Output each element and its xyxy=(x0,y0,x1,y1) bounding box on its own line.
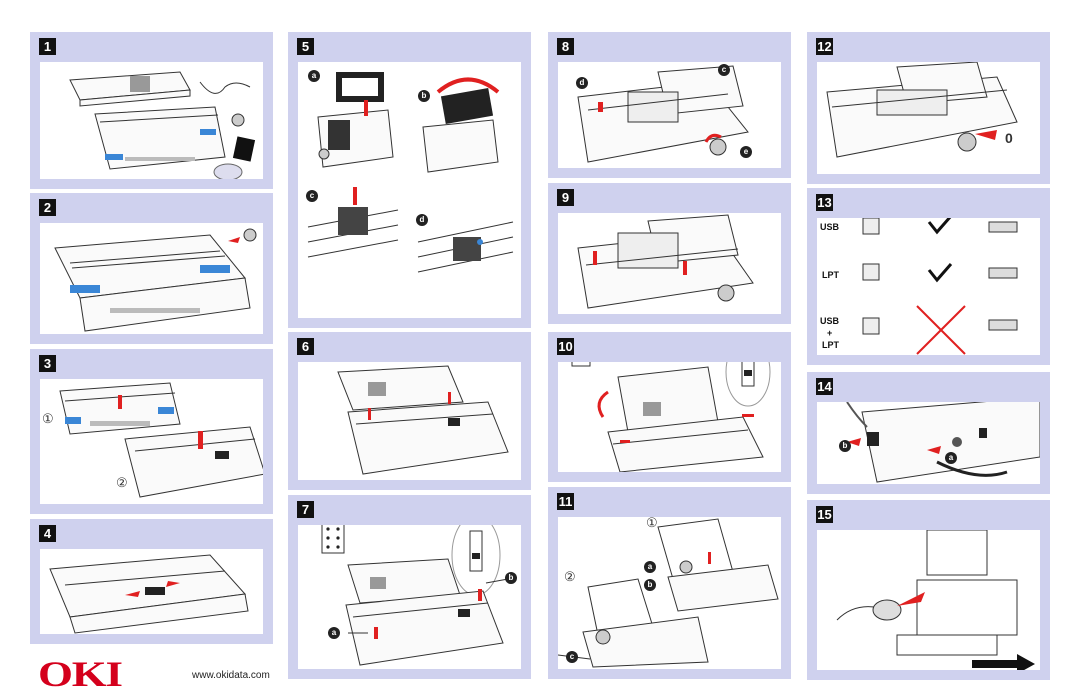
step-10-panel: 10 xyxy=(548,332,791,482)
plus-label: + xyxy=(827,328,833,338)
sub-step-label: d xyxy=(416,214,428,226)
step-6-panel: 6 xyxy=(288,332,531,490)
step-number: 1 xyxy=(39,38,56,55)
step-number: 14 xyxy=(816,378,833,395)
step-illustration: c d e xyxy=(558,62,781,168)
step-number: 4 xyxy=(39,525,56,542)
usb-label: USB xyxy=(820,316,840,326)
sub-step-label: ① xyxy=(646,517,658,530)
oki-logo: OKI xyxy=(38,654,123,694)
step-illustration: ① ② a b c xyxy=(558,517,781,669)
step-illustration: ① ② xyxy=(40,379,263,504)
step-illustration xyxy=(298,362,521,480)
step-illustration: 0 xyxy=(817,62,1040,174)
step-illustration xyxy=(40,549,263,634)
step-illustration xyxy=(40,62,263,179)
step-illustration: a b xyxy=(298,525,521,669)
step-number: 8 xyxy=(557,38,574,55)
position-zero-label: 0 xyxy=(1005,130,1013,146)
sub-step-label: b xyxy=(839,440,851,452)
sub-step-label: a xyxy=(308,70,320,82)
sub-step-label: ① xyxy=(42,411,54,426)
sub-step-label: b xyxy=(644,579,656,591)
step-number: 9 xyxy=(557,189,574,206)
step-number: 10 xyxy=(557,338,574,355)
step-number: 3 xyxy=(39,355,56,372)
step-illustration xyxy=(40,223,263,334)
step-number: 2 xyxy=(39,199,56,216)
sub-step-label: e xyxy=(740,146,752,158)
sub-step-label: b xyxy=(418,90,430,102)
step-11-panel: 11 ① ② a b c xyxy=(548,487,791,679)
sub-step-label: c xyxy=(566,651,578,663)
step-1-panel: 1 xyxy=(30,32,273,189)
step-number: 13 xyxy=(816,194,833,211)
step-number: 12 xyxy=(816,38,833,55)
step-number: 5 xyxy=(297,38,314,55)
step-number: 6 xyxy=(297,338,314,355)
step-illustration: USB LPT USB + LPT xyxy=(817,218,1040,355)
website-url[interactable]: www.okidata.com xyxy=(192,670,270,681)
sub-step-label: c xyxy=(718,64,730,76)
step-4-panel: 4 xyxy=(30,519,273,644)
step-illustration xyxy=(558,213,781,314)
sub-step-label: a xyxy=(644,561,656,573)
step-13-panel: 13 USB LPT USB + LPT xyxy=(807,188,1050,365)
step-15-panel: 15 xyxy=(807,500,1050,680)
sub-step-label: c xyxy=(306,190,318,202)
step-3-panel: 3 ① ② xyxy=(30,349,273,514)
lpt-label: LPT xyxy=(822,340,839,350)
step-5-panel: 5 a b c d xyxy=(288,32,531,328)
step-number: 7 xyxy=(297,501,314,518)
step-illustration xyxy=(558,362,781,472)
sub-step-label: ② xyxy=(564,569,576,584)
step-9-panel: 9 xyxy=(548,183,791,324)
lpt-label: LPT xyxy=(822,270,839,280)
sub-step-label: d xyxy=(576,77,588,89)
sub-step-label: b xyxy=(505,572,517,584)
step-number: 15 xyxy=(816,506,833,523)
sub-step-label: a xyxy=(945,452,957,464)
step-number: 11 xyxy=(557,493,574,510)
sub-step-label: ② xyxy=(116,475,128,490)
step-illustration: a b c d xyxy=(298,62,521,318)
step-12-panel: 12 0 xyxy=(807,32,1050,184)
step-7-panel: 7 a b xyxy=(288,495,531,679)
usb-label: USB xyxy=(820,222,840,232)
step-illustration: b a xyxy=(817,402,1040,484)
step-14-panel: 14 b a xyxy=(807,372,1050,494)
step-8-panel: 8 c d e xyxy=(548,32,791,178)
sub-step-label: a xyxy=(328,627,340,639)
step-illustration xyxy=(817,530,1040,670)
step-2-panel: 2 xyxy=(30,193,273,344)
